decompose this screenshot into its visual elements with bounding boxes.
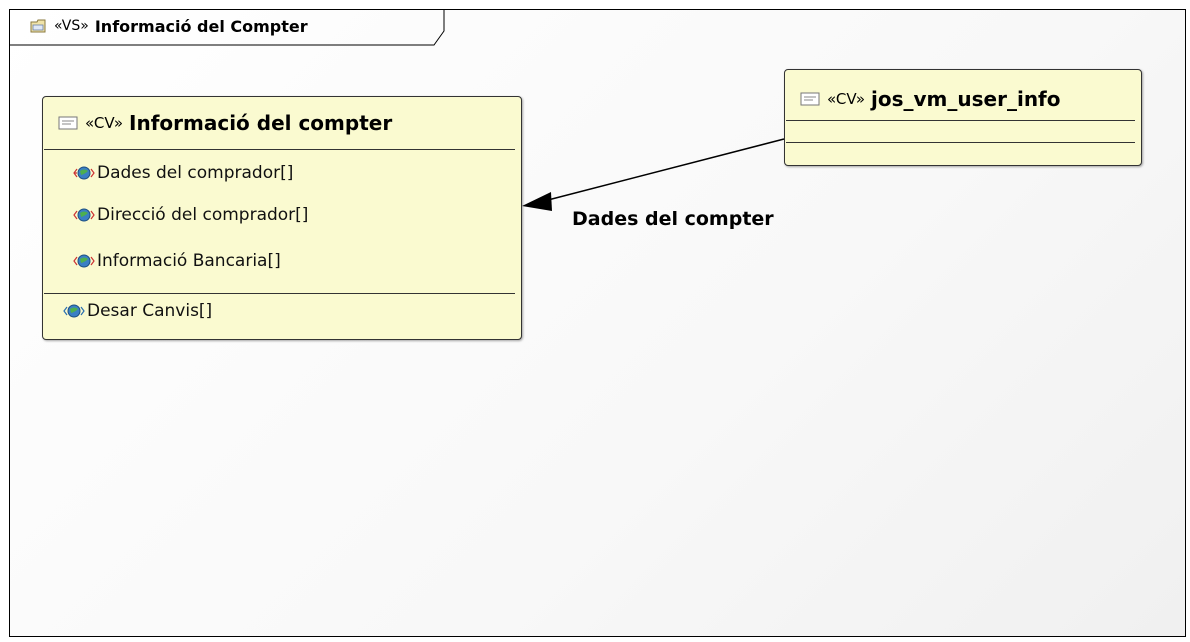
attribute-row[interactable]: Informació Bancaria[] [73, 251, 281, 271]
class-name: jos_vm_user_info [871, 87, 1061, 111]
attribute-label: Direcció del comprador[] [97, 205, 309, 225]
class-view-icon [800, 92, 820, 106]
class-view-icon [58, 116, 78, 130]
operation-row[interactable]: Desar Canvis[] [63, 301, 212, 321]
association-label: Dades del compter [572, 208, 774, 230]
package-diagram-icon [30, 19, 46, 33]
class-divider [44, 293, 515, 294]
class-box-informacio-del-compter[interactable]: «CV» Informació del compter Dades del co… [42, 96, 522, 340]
frame-title-text: Informació del Compter [94, 16, 308, 36]
class-divider [44, 149, 515, 150]
web-attribute-icon [73, 254, 95, 268]
class-box-jos-vm-user-info[interactable]: «CV» jos_vm_user_info [784, 69, 1142, 166]
frame-stereotype: «VS» [54, 18, 89, 34]
association-line [547, 138, 785, 201]
frame-tab [9, 9, 445, 46]
attribute-row[interactable]: Direcció del comprador[] [73, 205, 308, 225]
operation-label: Desar Canvis[] [87, 301, 213, 321]
class-divider [786, 142, 1135, 143]
arrowhead-icon [522, 192, 552, 211]
web-attribute-icon [73, 208, 95, 222]
class-name: Informació del compter [129, 111, 393, 135]
class-header: «CV» Informació del compter [57, 111, 392, 135]
class-stereotype: «CV» [827, 90, 866, 108]
class-header: «CV» jos_vm_user_info [799, 87, 1061, 111]
class-stereotype: «CV» [85, 114, 124, 132]
frame-title[interactable]: «VS» Informació del Compter [30, 13, 308, 39]
attribute-row[interactable]: Dades del comprador[] [73, 163, 293, 183]
class-divider [786, 120, 1135, 121]
web-attribute-icon [73, 166, 95, 180]
attribute-label: Informació Bancaria[] [97, 251, 281, 271]
attribute-label: Dades del comprador[] [97, 163, 294, 183]
web-operation-icon [63, 304, 85, 318]
